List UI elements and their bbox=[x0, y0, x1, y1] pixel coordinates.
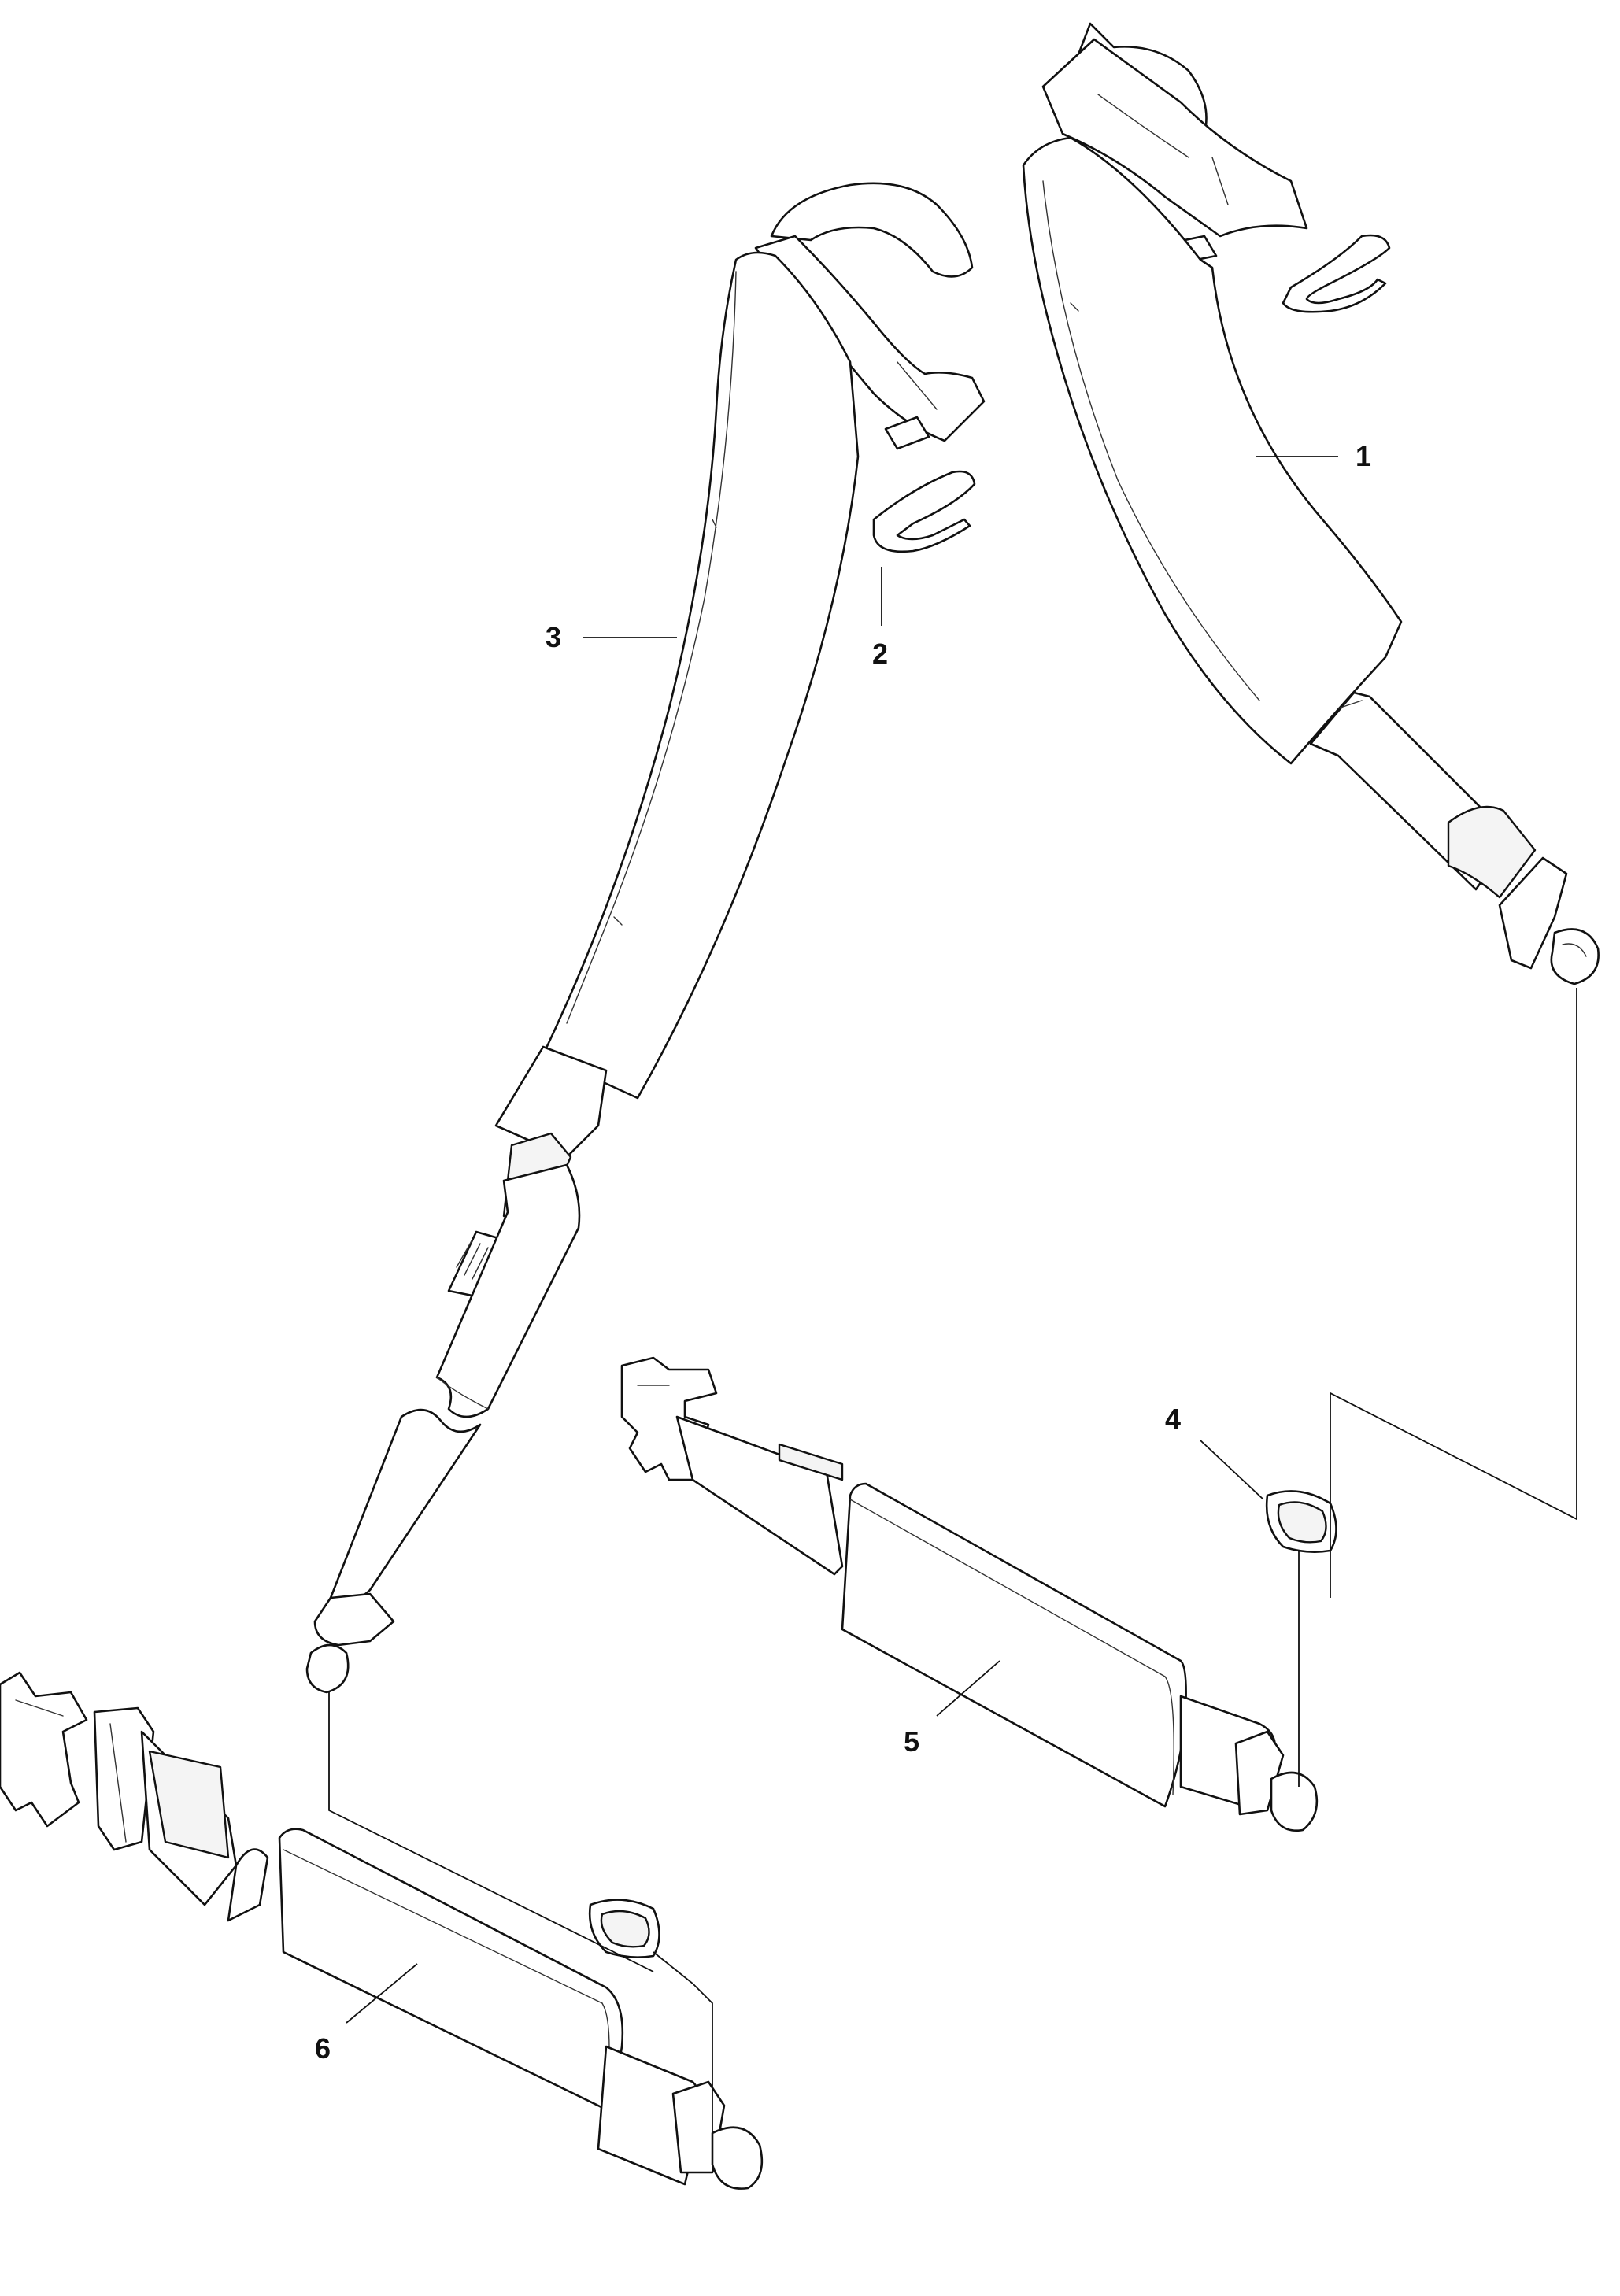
callout-2: 2 bbox=[872, 567, 888, 670]
callout-label-6: 6 bbox=[315, 2032, 331, 2065]
callout-5: 5 bbox=[904, 1660, 1000, 1758]
callout-1: 1 bbox=[1256, 440, 1371, 472]
d-ring bbox=[1265, 1490, 1337, 1553]
callout-label-3: 3 bbox=[546, 621, 561, 653]
right-hip-belt bbox=[620, 1356, 1319, 1832]
callout-label-1: 1 bbox=[1356, 440, 1371, 472]
s-hook-middle bbox=[872, 470, 976, 553]
callout-6: 6 bbox=[315, 1963, 418, 2065]
callout-3: 3 bbox=[546, 621, 677, 653]
callout-4: 4 bbox=[1165, 1403, 1264, 1500]
right-shoulder-strap bbox=[1022, 22, 1600, 985]
callout-label-5: 5 bbox=[904, 1725, 919, 1758]
left-hip-belt bbox=[0, 1671, 764, 2190]
callout-label-4: 4 bbox=[1165, 1403, 1181, 1435]
callout-label-2: 2 bbox=[872, 638, 888, 670]
left-shoulder-strap bbox=[305, 182, 986, 1694]
assembly-lines bbox=[328, 988, 1577, 2133]
s-hook-upper bbox=[1282, 234, 1391, 313]
